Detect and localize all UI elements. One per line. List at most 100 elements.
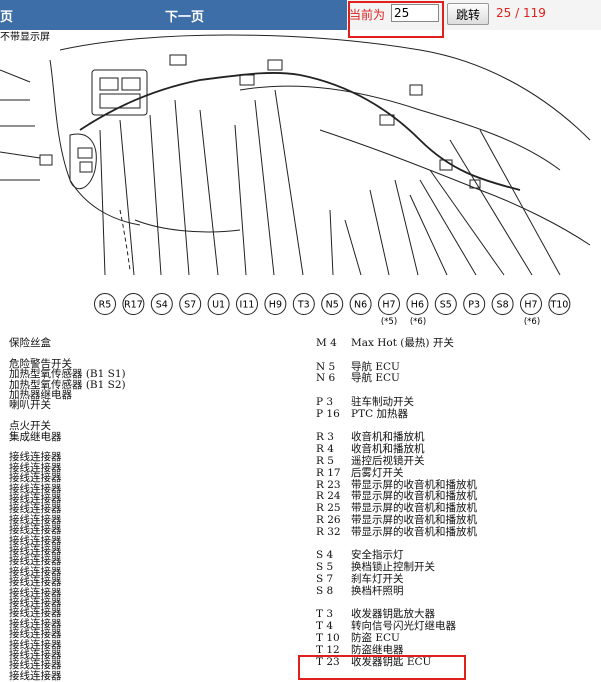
right-legend-code: T 12: [316, 643, 340, 656]
right-legend-code: R 24: [316, 490, 341, 503]
next-page-link[interactable]: 下一页: [165, 10, 205, 25]
connector-label: N6: [354, 300, 367, 311]
connector-label: S4: [156, 300, 168, 311]
right-legend-desc: 收音机和播放机: [351, 431, 425, 444]
left-legend-item: 接线连接器: [9, 669, 62, 682]
left-legend-item: 接线连接器: [9, 659, 62, 672]
left-legend-item: 接线连接器: [9, 628, 62, 641]
connector-circle: [207, 293, 230, 315]
right-legend-desc: 安全指示灯: [351, 549, 404, 562]
right-legend-desc: 换档杆照明: [351, 584, 404, 597]
connector-circle: [520, 293, 542, 315]
right-legend-desc: 带显示屏的收音机和播放机: [351, 502, 477, 515]
left-legend-item: 接线连接器: [9, 586, 62, 599]
connector-note: (*6): [524, 317, 540, 327]
connector-label: S7: [184, 300, 196, 311]
left-connector-cluster: [69, 133, 97, 190]
left-legend-item: 接线连接器: [9, 493, 62, 505]
connector-label: I11: [240, 300, 255, 311]
right-legend-desc: 导航 ECU: [351, 360, 400, 373]
right-legend-desc: 带显示屏的收音机和播放机: [351, 514, 477, 526]
left-legend-item: 接线连接器: [9, 503, 62, 516]
connector-circle: [264, 293, 287, 315]
prev-page-link[interactable]: 页: [0, 10, 14, 25]
left-legend-item: 集成继电器: [9, 430, 62, 443]
connector-label: H7: [524, 300, 537, 311]
left-legend-item: 点火开关: [9, 420, 51, 433]
right-legend-desc: 带显示屏的收音机和播放机: [351, 525, 477, 538]
right-legend-desc: 收发器钥匙 ECU: [351, 655, 432, 668]
connector-label: H6: [411, 300, 424, 311]
highlight-box-pager: [348, 1, 444, 38]
right-legend-code: T 23: [316, 655, 340, 668]
left-legend-item: 接线连接器: [9, 461, 62, 474]
connector-circle: [349, 293, 372, 315]
connector-circle: [378, 293, 400, 315]
left-legend-item: 接线连接器: [9, 534, 62, 547]
connector-label: H7: [382, 300, 395, 311]
left-legend-item: 接线连接器: [9, 513, 62, 526]
right-legend-code: S 5: [316, 561, 334, 574]
left-legend-item: 接线连接器: [9, 482, 62, 495]
connector-label: R5: [99, 300, 112, 311]
right-legend-code: R 26: [316, 514, 341, 526]
fuse-box-shape: [91, 69, 148, 116]
connector-circle: [406, 293, 429, 315]
right-legend-code: T 4: [316, 620, 334, 633]
right-legend-code: R 5: [316, 455, 334, 467]
right-legend-code: S 7: [316, 573, 334, 585]
connector-circle: [463, 293, 486, 315]
right-legend-code: R 32: [316, 525, 341, 538]
right-legend-desc: Max Hot (最热) 开关: [351, 337, 454, 349]
right-legend-desc: PTC 加热器: [351, 407, 408, 420]
connector-circle: [434, 293, 457, 315]
right-legend-code: R 4: [316, 443, 334, 456]
right-legend-desc: 带显示屏的收音机和播放机: [351, 490, 477, 503]
page-count: 25 / 119: [496, 6, 546, 20]
right-legend-desc: 后雾灯开关: [351, 466, 404, 479]
connector-label: N5: [326, 300, 339, 311]
right-legend-code: R 23: [316, 478, 341, 491]
jump-button[interactable]: 跳转: [447, 3, 489, 25]
left-panel-outline: [49, 59, 141, 226]
right-legend-code: T 10: [316, 632, 340, 644]
page-number-input[interactable]: [391, 4, 439, 22]
right-legend-desc: 驻车制动开关: [351, 396, 414, 408]
current-page-label: 当前为: [349, 8, 386, 22]
left-legend-item: 接线连接器: [9, 576, 62, 589]
connector-label: S8: [497, 300, 509, 311]
right-legend-code: S 8: [316, 584, 334, 597]
right-legend-desc: 带显示屏的收音机和播放机: [351, 478, 477, 491]
connector-circle: [548, 293, 571, 315]
connector-circle: [179, 293, 202, 315]
left-legend-item: 接线连接器: [9, 524, 62, 537]
right-legend-code: P 3: [316, 396, 334, 408]
connector-note: (*5): [381, 317, 397, 327]
right-legend-desc: 导航 ECU: [351, 372, 400, 385]
left-legend-item: 危险警告开关: [9, 357, 72, 370]
right-legend-code: N 6: [316, 372, 336, 385]
right-legend-code: M 4: [316, 337, 337, 349]
connector-circle: [321, 293, 344, 315]
right-legend-code: N 5: [316, 360, 336, 373]
highlight-box-t23: [298, 655, 466, 680]
right-legend-desc: 防盗继电器: [351, 643, 404, 656]
left-legend-item: 接线连接器: [9, 545, 62, 557]
connector-circle: [122, 293, 145, 315]
left-legend-item: 接线连接器: [9, 597, 62, 609]
connector-label: H9: [269, 300, 282, 311]
connector-circle: [236, 293, 258, 315]
right-legend-code: P 16: [316, 407, 340, 420]
left-legend-item: 接线连接器: [9, 472, 62, 485]
left-legend-item: 保险丝盒: [9, 337, 51, 349]
connector-label: P3: [468, 300, 480, 311]
center-console-outline: [239, 85, 561, 171]
connector-circle: [491, 293, 514, 315]
connector-circle: [150, 293, 173, 315]
connector-label: S5: [440, 300, 452, 311]
connector-notes: (*5)(*6)(*6): [381, 317, 540, 327]
left-legend-item: 接线连接器: [9, 649, 62, 661]
